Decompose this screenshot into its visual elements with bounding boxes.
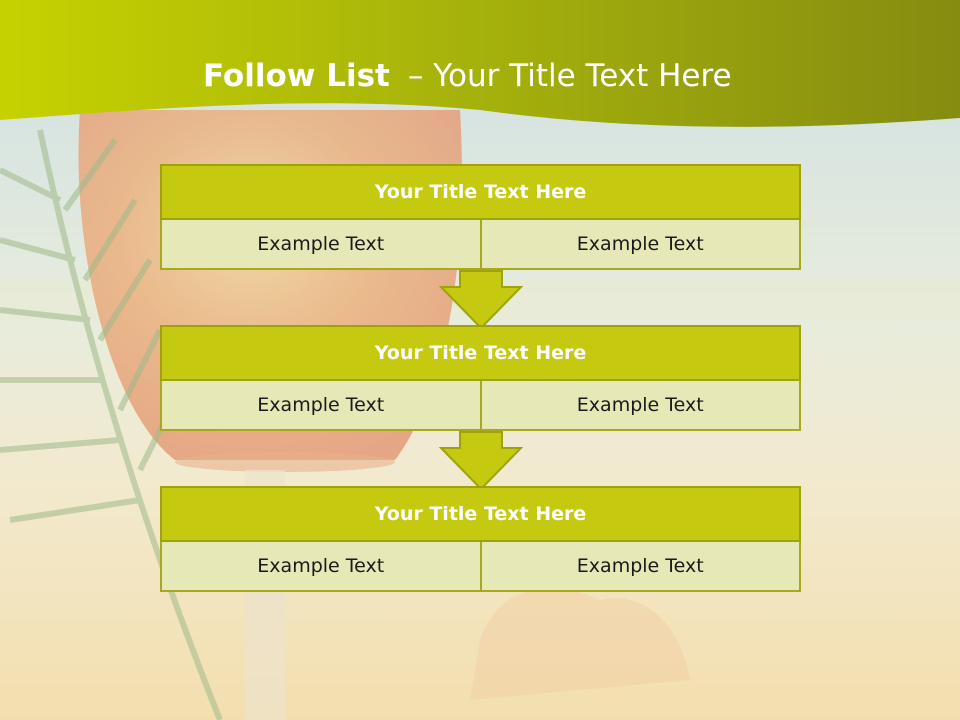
block-cell: Example Text bbox=[257, 233, 385, 255]
down-arrow-icon bbox=[439, 431, 523, 491]
block-cell: Example Text bbox=[257, 555, 385, 577]
flow-block-1: Your Title Text Here Example Text Exampl… bbox=[160, 164, 801, 270]
title-rest: – Your Title Text Here bbox=[407, 58, 732, 94]
block-row: Example Text Example Text bbox=[160, 542, 801, 592]
block-cell: Example Text bbox=[257, 394, 385, 416]
block-cell: Example Text bbox=[479, 220, 800, 268]
block-cell: Example Text bbox=[479, 542, 800, 590]
page-title: Follow List – Your Title Text Here bbox=[203, 56, 732, 96]
block-title: Your Title Text Here bbox=[160, 164, 801, 220]
block-title: Your Title Text Here bbox=[160, 325, 801, 381]
block-cell: Example Text bbox=[479, 381, 800, 429]
flow-block-3: Your Title Text Here Example Text Exampl… bbox=[160, 486, 801, 592]
flow-block-2: Your Title Text Here Example Text Exampl… bbox=[160, 325, 801, 431]
block-row: Example Text Example Text bbox=[160, 220, 801, 270]
block-row: Example Text Example Text bbox=[160, 381, 801, 431]
title-bold: Follow List bbox=[203, 58, 390, 94]
block-title: Your Title Text Here bbox=[160, 486, 801, 542]
down-arrow-icon bbox=[439, 270, 523, 330]
